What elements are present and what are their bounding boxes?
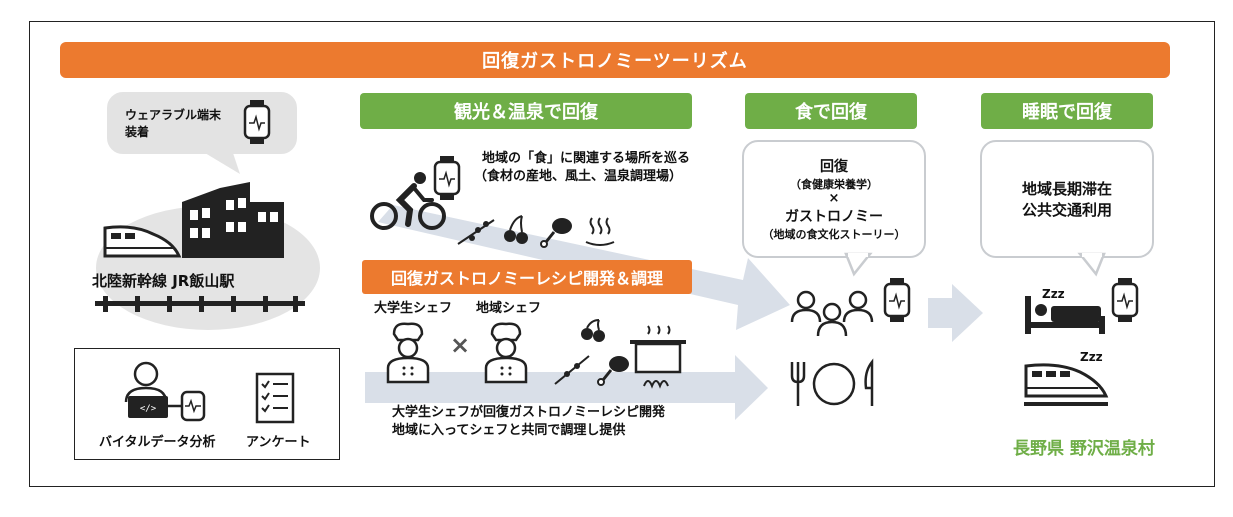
shinkansen-icon: [103, 222, 183, 262]
bubble-tail: [200, 150, 240, 180]
local-chef-label: 地域シェフ: [476, 300, 541, 318]
herb-icon: [458, 220, 494, 244]
survey-label: アンケート: [246, 434, 310, 452]
recipe-desc2: 地域に入ってシェフと共同で調理し提供: [392, 422, 625, 440]
wearable-line2: 装着: [125, 123, 149, 140]
recipe-header: 回復ガストロノミーレシピ開発＆調理: [362, 260, 692, 294]
cherry-icon: [504, 216, 528, 244]
banner-title: 回復ガストロノミーツーリズム: [60, 42, 1170, 78]
ingredients-icon: [555, 322, 635, 392]
wearable-line1: ウェアラブル端末: [125, 106, 221, 123]
sightseeing-line2: （食材の産地、風土、温泉調理場）: [474, 168, 682, 186]
chef-icon: [482, 320, 532, 382]
times-symbol: ×: [450, 336, 470, 354]
bubble-tail: [1080, 254, 1110, 276]
chef-icon: [384, 320, 434, 382]
bubble-tail: [846, 254, 876, 276]
vital-data-label: バイタルデータ分析: [99, 434, 215, 452]
food-line4: （地域の食文化ストーリー）: [763, 226, 906, 242]
food-times: ×: [829, 192, 840, 206]
hot-spring-icon: [586, 218, 614, 245]
computer-user-icon: </>: [120, 362, 210, 422]
plate-cutlery-icon: [786, 360, 886, 410]
smartwatch-icon: [1112, 278, 1142, 322]
sleep-bubble: 地域長期滞在 公共交通利用: [980, 140, 1154, 258]
rail-track-icon: [95, 296, 305, 312]
arrow-food-to-sleep: [928, 284, 983, 342]
station-label: 北陸新幹線 JR飯山駅: [92, 272, 234, 290]
sleep-header: 睡眠で回復: [981, 93, 1153, 129]
station-building-icon: [180, 180, 300, 260]
shinkansen-icon: [1024, 360, 1108, 408]
sightseeing-header: 観光＆温泉で回復: [360, 93, 692, 129]
sleep-line2: 公共交通利用: [1022, 199, 1112, 220]
bed-icon: [1025, 296, 1105, 336]
food-line2: （食健康栄養学）: [790, 176, 878, 192]
food-line1: 回復: [820, 156, 848, 176]
recipe-desc1: 大学生シェフが回復ガストロノミーレシピ開発: [392, 404, 665, 422]
drumstick-icon: [541, 218, 572, 247]
sleep-line1: 地域長期滞在: [1022, 178, 1112, 199]
location-label: 長野県 野沢温泉村: [1013, 440, 1155, 458]
smartwatch-icon: [434, 156, 464, 200]
food-line3: ガストロノミー: [785, 206, 883, 226]
food-icons-row: [458, 212, 618, 248]
food-bubble: 回復 （食健康栄養学） × ガストロノミー （地域の食文化ストーリー）: [742, 140, 926, 258]
checklist-icon: [255, 372, 295, 424]
student-chef-label: 大学生シェフ: [374, 300, 452, 318]
food-header: 食で回復: [745, 93, 917, 129]
sightseeing-line1: 地域の「食」に関連する場所を巡る: [482, 150, 690, 168]
smartwatch-icon: [244, 100, 274, 144]
group-people-icon: [790, 290, 880, 340]
cooking-pot-icon: [628, 322, 688, 388]
svg-text:</>: </>: [140, 404, 157, 414]
smartwatch-icon: [884, 278, 914, 322]
